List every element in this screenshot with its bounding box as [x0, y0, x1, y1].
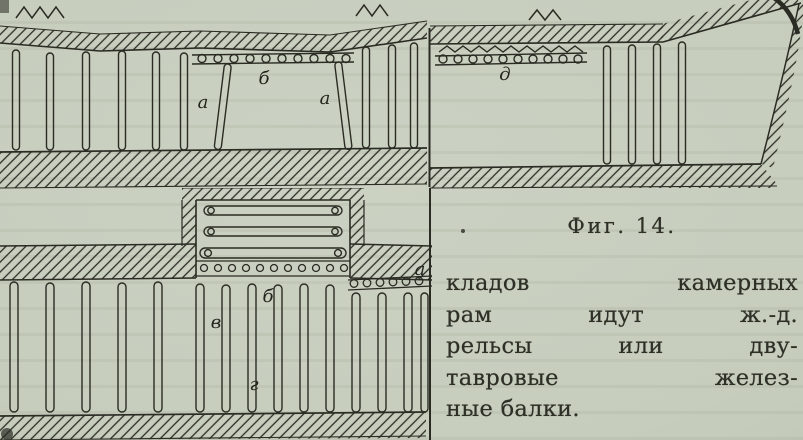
text-line: ные балки. — [446, 396, 580, 422]
top-ground-hatch — [0, 0, 427, 53]
portal-props — [602, 41, 687, 165]
label-d: д — [499, 64, 510, 85]
lower-right-props — [195, 283, 429, 413]
right-props — [361, 42, 419, 149]
floor-hatch — [0, 147, 427, 189]
text-line: рам идут ж.-д. — [446, 301, 798, 328]
upper-chamber-hatch — [181, 188, 365, 246]
inclined-props — [213, 61, 353, 151]
text-column: Фиг. 14. кладов камерных рам идут ж.-д. … — [446, 190, 798, 426]
lower-left-props — [9, 281, 163, 413]
floor-hatch — [0, 411, 427, 440]
label-b: б — [259, 68, 271, 89]
label-g: г — [249, 374, 258, 395]
diagram-two-level-timbering: б в г а — [0, 188, 432, 440]
label-a-left: а — [198, 92, 209, 113]
text-line: тавровые желез- — [446, 364, 798, 391]
floor-hatch — [429, 163, 778, 189]
ink-speck — [461, 229, 465, 233]
diagram-chamber-timbering: а б а — [0, 0, 427, 189]
label-b2: б — [263, 286, 275, 307]
body-paragraph: кладов камерных рам идут ж.-д. рельсы ил… — [446, 268, 798, 426]
lintel-log-row — [196, 260, 350, 277]
lintel-beam — [191, 52, 355, 65]
hillside-slope-hatch — [655, 0, 802, 43]
roof-beam — [434, 45, 588, 66]
text-line: кладов камерных — [446, 270, 798, 296]
text-line: рельсы или дву- — [446, 333, 798, 359]
ground-band-hatch — [0, 243, 432, 281]
left-props — [11, 49, 189, 151]
label-a2: а — [415, 259, 426, 280]
roof-hatch — [429, 8, 664, 45]
label-a-right: а — [320, 88, 331, 109]
label-v: в — [211, 312, 221, 333]
diagram-adit-portal: д — [428, 0, 803, 189]
top-right-beam — [347, 275, 432, 291]
chamber-beams — [199, 205, 347, 259]
figure-caption: Фиг. 14. — [567, 214, 677, 238]
portal-face-hatch — [760, 3, 803, 168]
